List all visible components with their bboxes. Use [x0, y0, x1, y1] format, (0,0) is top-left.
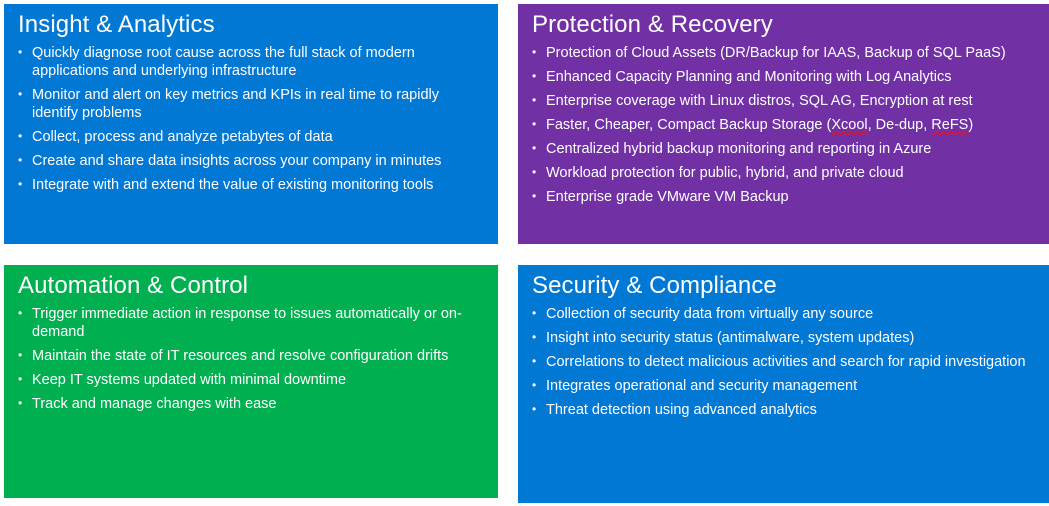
panel-title-security-compliance: Security & Compliance [532, 272, 777, 299]
panel-insight-analytics: Insight & Analytics Quickly diagnose roo… [4, 4, 498, 244]
bullet-list-protection-recovery: Protection of Cloud Assets (DR/Backup fo… [518, 42, 1049, 206]
panel-security-compliance: Security & Compliance Collection of secu… [518, 265, 1049, 503]
list-item: Keep IT systems updated with minimal dow… [18, 370, 488, 389]
panel-automation-control: Automation & Control Trigger immediate a… [4, 265, 498, 498]
text-segment: ) [968, 117, 974, 133]
list-item: Correlations to detect malicious activit… [532, 352, 1039, 371]
list-item: Integrates operational and security mana… [532, 376, 1039, 395]
list-item: Centralized hybrid backup monitoring and… [532, 139, 1039, 158]
panel-title-insight-analytics: Insight & Analytics [18, 11, 215, 38]
text-segment: , De-dup, [867, 117, 932, 133]
list-item: Monitor and alert on key metrics and KPI… [18, 85, 488, 122]
list-item: Track and manage changes with ease [18, 394, 488, 413]
list-item: Quickly diagnose root cause across the f… [18, 43, 488, 80]
list-item: Enterprise coverage with Linux distros, … [532, 91, 1039, 110]
list-item: Workload protection for public, hybrid, … [532, 163, 1039, 182]
list-item: Collection of security data from virtual… [532, 304, 1039, 323]
list-item-with-spellcheck: Faster, Cheaper, Compact Backup Storage … [532, 115, 1039, 134]
list-item: Maintain the state of IT resources and r… [18, 346, 488, 365]
list-item: Enterprise grade VMware VM Backup [532, 187, 1039, 206]
panel-title-protection-recovery: Protection & Recovery [532, 11, 773, 38]
spellcheck-misspelled-word: ReFS [931, 117, 969, 133]
list-item: Enhanced Capacity Planning and Monitorin… [532, 67, 1039, 86]
list-item: Threat detection using advanced analytic… [532, 400, 1039, 419]
panel-title-automation-control: Automation & Control [18, 272, 249, 299]
bullet-list-security-compliance: Collection of security data from virtual… [518, 303, 1049, 419]
text-segment: Faster, Cheaper, Compact Backup Storage … [546, 117, 832, 133]
list-item: Trigger immediate action in response to … [18, 304, 488, 341]
spellcheck-misspelled-word: Xcool [831, 117, 868, 133]
bullet-list-automation-control: Trigger immediate action in response to … [4, 303, 498, 413]
list-item: Create and share data insights across yo… [18, 151, 488, 170]
list-item: Collect, process and analyze petabytes o… [18, 127, 488, 146]
list-item: Protection of Cloud Assets (DR/Backup fo… [532, 43, 1039, 62]
bullet-list-insight-analytics: Quickly diagnose root cause across the f… [4, 42, 498, 194]
panel-protection-recovery: Protection & Recovery Protection of Clou… [518, 4, 1049, 244]
list-item: Integrate with and extend the value of e… [18, 175, 488, 194]
list-item: Insight into security status (antimalwar… [532, 328, 1039, 347]
